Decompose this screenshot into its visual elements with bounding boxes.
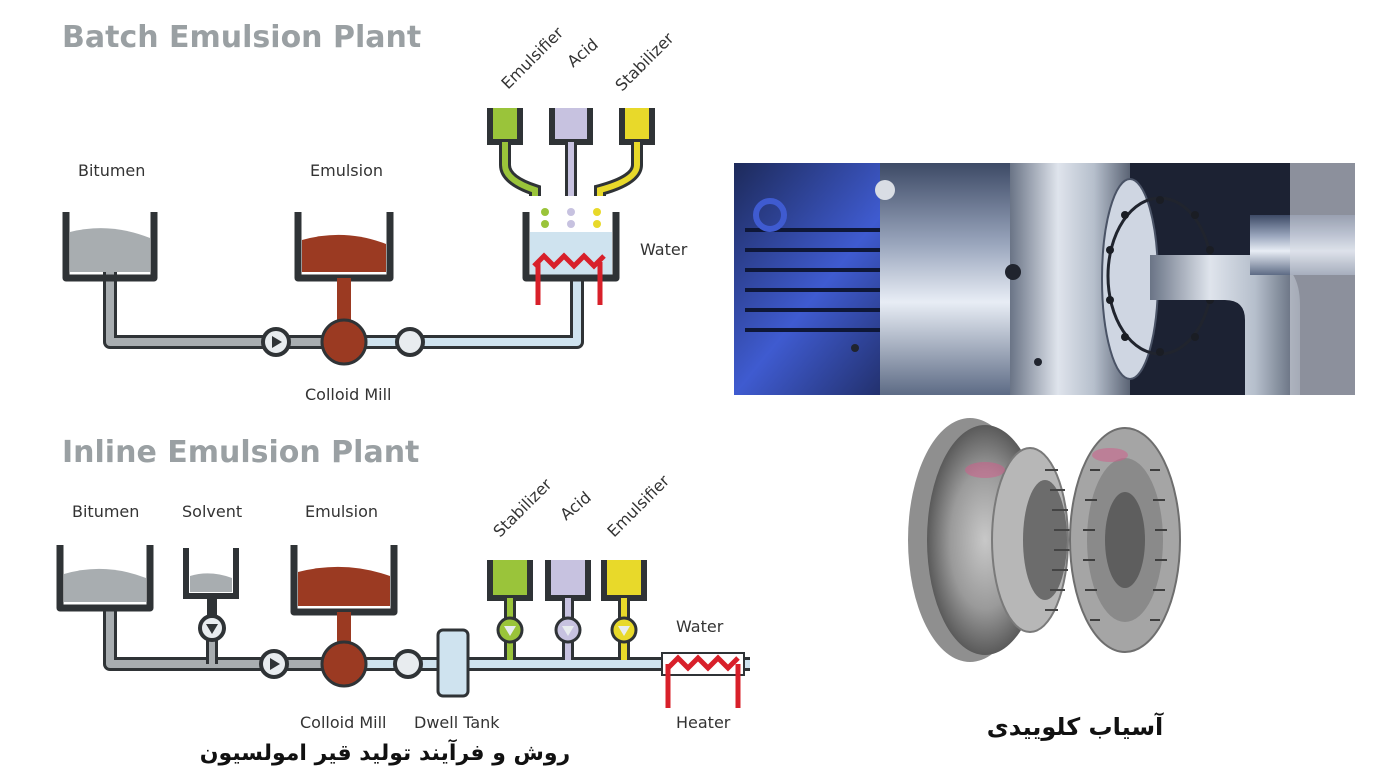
batch-stabilizer-label: Stabilizer: [611, 28, 677, 94]
process-caption: روش و فرآیند تولید قیر امولسیون: [200, 738, 570, 766]
batch-stabilizer-hopper: [593, 108, 655, 228]
batch-pipes: [103, 272, 584, 349]
colloid-mill-photo: [734, 163, 1355, 395]
inline-stabilizer-label: Stabilizer: [489, 474, 555, 540]
inline-title: Inline Emulsion Plant: [62, 435, 419, 470]
inline-emulsifier-hopper: [601, 560, 647, 660]
inline-heater-label: Heater: [676, 713, 731, 732]
batch-water-tank: [522, 212, 620, 305]
inline-colloid-mill: [320, 640, 368, 688]
rotor-stator-photo: [908, 418, 1181, 662]
batch-colloid-mill-label: Colloid Mill: [305, 385, 391, 404]
batch-acid-hopper: [549, 108, 593, 228]
inline-colloid-mill-label: Colloid Mill: [300, 713, 386, 732]
inline-heater: [661, 652, 745, 708]
inline-solvent-label: Solvent: [182, 502, 242, 521]
batch-pump-2: [395, 327, 425, 357]
batch-emulsion-label: Emulsion: [310, 161, 383, 180]
batch-colloid-mill: [320, 318, 368, 366]
batch-title: Batch Emulsion Plant: [62, 20, 421, 55]
inline-bitumen-label: Bitumen: [72, 502, 139, 521]
batch-bitumen-label: Bitumen: [78, 161, 145, 180]
inline-emulsifier-label: Emulsifier: [603, 471, 673, 541]
batch-emulsifier-hopper: [487, 108, 549, 228]
inline-acid-hopper: [545, 560, 591, 660]
inline-bitumen-tank: [56, 545, 154, 612]
inline-emulsion-label: Emulsion: [305, 502, 378, 521]
inline-dwell-tank-label: Dwell Tank: [414, 713, 500, 732]
inline-pump-1: [259, 649, 289, 679]
inline-dwell-tank: [436, 628, 470, 698]
inline-pump-2: [393, 649, 423, 679]
batch-bitumen-tank: [62, 212, 158, 282]
batch-emulsifier-label: Emulsifier: [497, 23, 567, 93]
inline-water-label: Water: [676, 617, 724, 636]
inline-acid-label: Acid: [556, 488, 594, 524]
inline-stabilizer-hopper: [487, 560, 533, 660]
inline-solvent-hopper: [183, 548, 239, 642]
batch-pump-1: [261, 327, 291, 357]
batch-acid-label: Acid: [563, 35, 601, 71]
batch-water-label: Water: [640, 240, 688, 259]
mill-caption: آسیاب کلوییدی: [987, 712, 1164, 741]
inline-emulsion-tank: [290, 545, 398, 646]
batch-emulsion-tank: [294, 212, 394, 324]
